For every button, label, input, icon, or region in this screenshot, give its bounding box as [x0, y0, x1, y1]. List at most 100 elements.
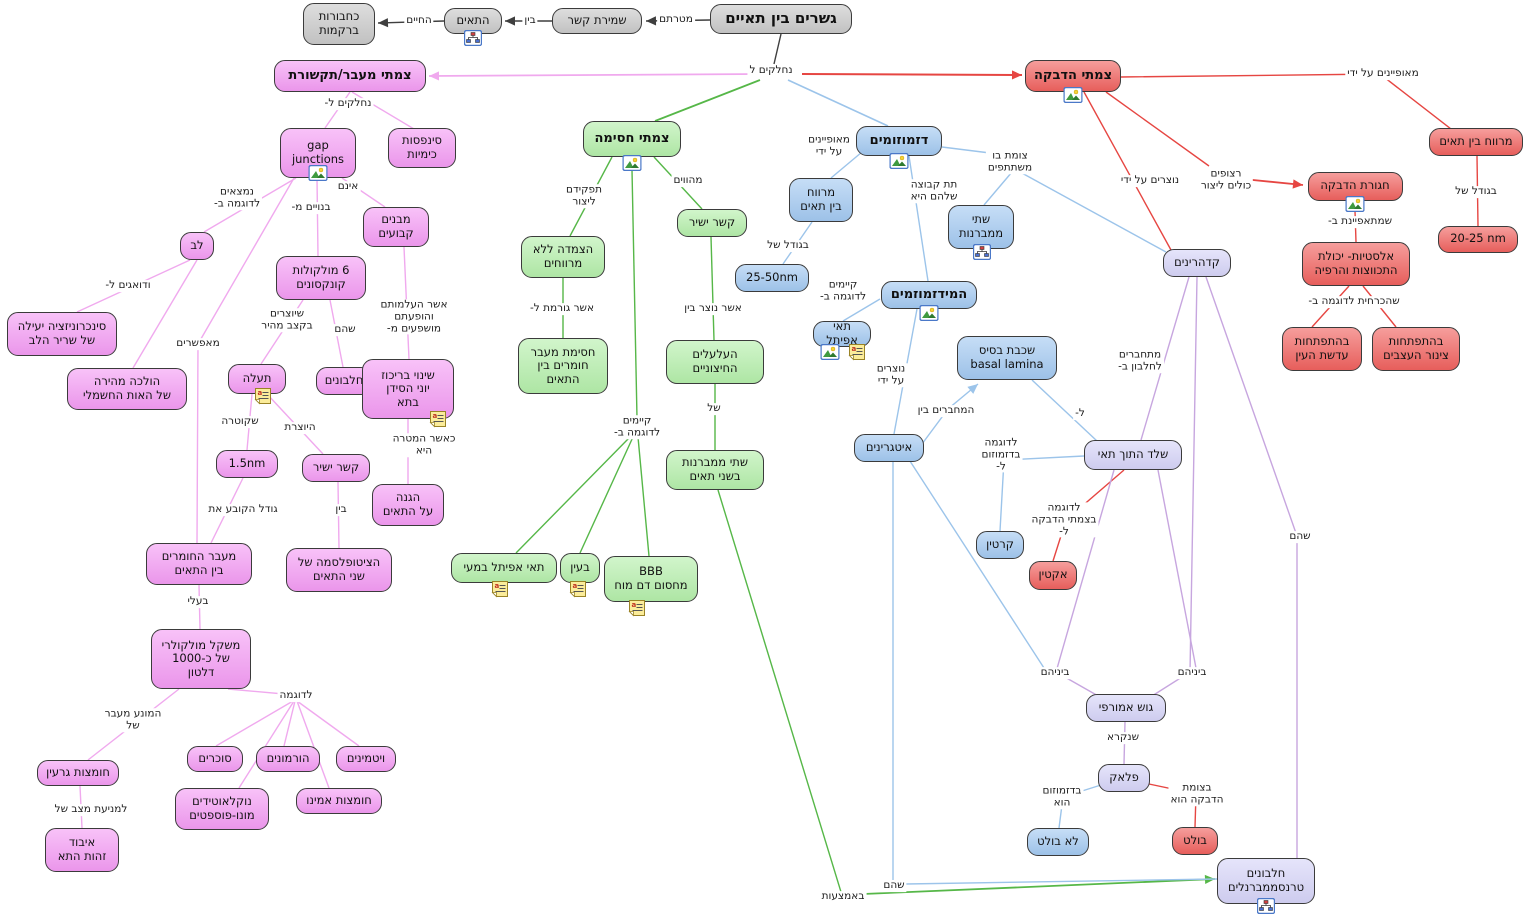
edge: [801, 73, 1023, 76]
svg-text:a: a: [433, 412, 438, 420]
note-icon[interactable]: a: [848, 344, 866, 361]
image-icon[interactable]: [308, 164, 328, 182]
node-sugars[interactable]: סוכרים: [187, 746, 243, 772]
note-icon[interactable]: a: [569, 581, 587, 598]
edge: [710, 236, 715, 341]
node-amino-acids[interactable]: חומצות אמינו: [296, 788, 382, 814]
node-direct-link-green[interactable]: קשר ישיר: [677, 209, 747, 237]
node-desmosomes[interactable]: דזמוזומים: [856, 126, 942, 156]
image-icon[interactable]: [622, 154, 642, 172]
node-intercell-gap-blue[interactable]: מרווח בין תאים: [789, 178, 853, 222]
node-amorphous-mass[interactable]: גוש אמורפי: [1086, 694, 1166, 722]
node-direct-link-pink[interactable]: קשר ישיר: [302, 454, 370, 482]
node-outer-leaflets[interactable]: העלעלים החיצוניים: [666, 340, 764, 384]
node-calcium-change[interactable]: שינוי בריכוז יוני הסידן בתא: [362, 359, 454, 419]
image-icon[interactable]: [820, 343, 840, 361]
node-neural-tube-development[interactable]: בהתפתחות צינור העצבים: [1372, 327, 1460, 371]
node-fast-conduction[interactable]: הולכה מהירה של האות החשמלי: [67, 368, 187, 410]
node-blocking-junctions[interactable]: צמתי חסימה: [583, 121, 681, 157]
edge: [1019, 171, 1167, 253]
edge: [238, 700, 295, 789]
node-chemical-synapses[interactable]: סינפסות כימיות: [388, 128, 456, 168]
node-adhesion-junctions[interactable]: צמתי הדבקה: [1025, 60, 1121, 92]
image-icon[interactable]: [1063, 86, 1083, 104]
node-not-prominent[interactable]: לא בולט: [1027, 828, 1089, 856]
svg-text:a: a: [258, 389, 263, 397]
edge: [296, 700, 330, 789]
node-size-1-5nm[interactable]: 1.5nm: [216, 450, 278, 478]
note-icon[interactable]: a: [254, 388, 272, 405]
image-icon[interactable]: [1345, 195, 1365, 213]
edge: [1140, 276, 1190, 441]
node-junction-pass-comm[interactable]: צמתי מעבר/תקשורת: [274, 60, 426, 92]
node-epithelial-cells[interactable]: תאי אפיתל: [813, 320, 871, 347]
edge: [907, 457, 1045, 669]
arrowhead: [1292, 179, 1303, 189]
node-groups-in-tissues[interactable]: כחבורות ברקמות: [303, 3, 375, 45]
edge: [787, 79, 889, 127]
svg-text:a: a: [495, 582, 500, 590]
node-identity-loss[interactable]: איבוד זהות התא: [45, 828, 119, 872]
node-keratin[interactable]: קרטין: [976, 531, 1024, 559]
svg-text:a: a: [632, 601, 637, 609]
node-size-20-25nm[interactable]: 20-25 nm: [1438, 225, 1518, 253]
node-blocking-passage[interactable]: חסימת מעבר חומרים בין התאים: [518, 338, 608, 394]
edge: [428, 73, 763, 77]
node-transmembrane-proteins[interactable]: חלבונים טרנסממברנלים: [1217, 858, 1315, 904]
node-actin[interactable]: אקטין: [1029, 560, 1077, 590]
edge: [773, 33, 782, 65]
edge: [324, 91, 351, 129]
node-nucleotides[interactable]: נוקלאוטידים מונו-פוספטים: [175, 788, 269, 830]
tree-icon[interactable]: [463, 29, 483, 47]
note-icon[interactable]: a: [628, 600, 646, 617]
node-cell-protection[interactable]: הגנה על התאים: [372, 484, 444, 526]
image-icon[interactable]: [919, 304, 939, 322]
svg-text:a: a: [852, 345, 857, 353]
node-bridges-title[interactable]: גשרים בין תאיים: [710, 4, 852, 34]
edge: [296, 700, 360, 747]
edge: [132, 259, 198, 369]
node-intercell-gap-red[interactable]: מרווח בין תאים: [1429, 128, 1523, 156]
node-bbb[interactable]: BBB מחסום דם מוח: [604, 556, 698, 602]
node-prominent[interactable]: בולט: [1172, 827, 1218, 855]
node-keep-contact[interactable]: שמירת קשר: [552, 8, 642, 34]
image-icon[interactable]: [889, 152, 909, 170]
node-gut-epithelium[interactable]: תאי אפיתל במעי: [451, 553, 557, 583]
svg-text:a: a: [573, 582, 578, 590]
edge: [905, 878, 1218, 885]
node-six-connexon-molecules[interactable]: 6 מולקולות קונקסונים: [276, 256, 366, 300]
node-size-25-50nm[interactable]: 25-50nm: [735, 264, 809, 292]
node-cadherins[interactable]: קדהרינים: [1163, 249, 1231, 277]
node-molecular-weight[interactable]: משקל מולקולרי של כ-1000 דלטון: [151, 629, 251, 689]
node-vitamins[interactable]: ויטמינים: [336, 746, 396, 772]
note-icon[interactable]: a: [429, 411, 447, 428]
node-efficient-sync[interactable]: סינכרוניזציה יעילה של שריר הלב: [7, 312, 117, 356]
node-plaque[interactable]: פלאק: [1098, 764, 1150, 792]
edge: [1157, 469, 1197, 669]
tree-icon[interactable]: [972, 243, 992, 261]
node-lens-development[interactable]: בהתפתחות עדשת העין: [1282, 327, 1362, 371]
node-two-membranes-two-cells[interactable]: שתי ממברנות בשני תאים: [666, 450, 764, 490]
node-cytoplasm-two-cells[interactable]: הציטופלסמה של שני התאים: [286, 548, 392, 592]
node-in-eye[interactable]: בעין: [560, 553, 600, 583]
node-gapless-attachment[interactable]: הצמדה ללא מרווחים: [521, 236, 605, 278]
node-basal-lamina[interactable]: שכבת בסיס basal lamina: [957, 336, 1057, 380]
node-substance-passage[interactable]: מעבר החומרים בין התאים: [146, 543, 252, 585]
note-icon[interactable]: a: [491, 581, 509, 598]
node-elasticity[interactable]: אלסטיות- יכולת התכווצות והרפיה: [1302, 242, 1410, 286]
edge: [983, 171, 1013, 206]
edge: [316, 177, 319, 257]
node-fixed-structures[interactable]: מבנים קבועים: [363, 207, 429, 247]
node-the-cells[interactable]: התאים: [444, 8, 502, 34]
node-hormones[interactable]: הורמונים: [256, 746, 320, 772]
edge: [908, 155, 929, 282]
arrowhead: [505, 16, 515, 26]
tree-icon[interactable]: [1256, 897, 1276, 915]
node-cytoskeleton[interactable]: שלד התוך תאי: [1084, 440, 1182, 470]
node-integrins[interactable]: איטגרינים: [854, 434, 924, 462]
node-nucleic-acids[interactable]: חומצות גרעין: [37, 760, 119, 786]
node-heart[interactable]: לב: [180, 232, 214, 260]
node-hemidesmosomes[interactable]: המידזמוזמים: [881, 281, 977, 309]
